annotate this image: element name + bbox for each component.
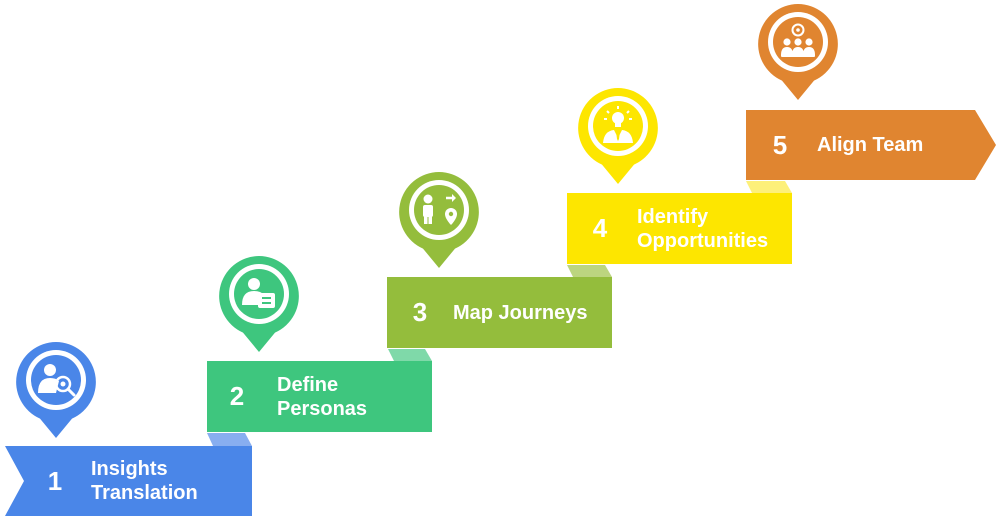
step-2-title-line-2: Personas	[277, 397, 368, 420]
step-1-number: 1	[47, 465, 63, 496]
step-3-box	[387, 277, 612, 348]
step-1-pin	[16, 342, 96, 438]
step-2-number: 2	[229, 381, 245, 411]
step-1-title-line-1: Insights	[91, 458, 168, 480]
step-2-box	[207, 361, 432, 432]
step-4-box	[567, 193, 792, 264]
step-3-pin	[399, 172, 479, 268]
idea-person-icon	[603, 106, 633, 143]
connector-4-5	[746, 181, 792, 193]
step-2-pin	[219, 256, 299, 352]
journey-map-icon	[423, 194, 457, 225]
step-4-title-line-2: Opportunities	[637, 229, 769, 252]
step-5-label: 5 Align Team	[758, 110, 978, 180]
step-2-label: 2 Define Personas	[215, 361, 432, 432]
step-5-pin	[758, 4, 838, 100]
step-1-title-line-2: Translation	[91, 482, 198, 504]
step-2-title-line-1: Define	[277, 373, 339, 396]
step-5-box	[746, 110, 996, 180]
connector-3-4	[567, 265, 612, 277]
connector-1-2	[207, 433, 252, 446]
step-4-label: 4 Identify Opportunities	[578, 193, 792, 264]
step-4-pin	[578, 88, 658, 184]
user-search-icon	[38, 364, 76, 397]
step-3-title-line-1: Map Journeys	[453, 301, 588, 324]
step-1-box	[5, 446, 252, 516]
step-3-label: 3 Map Journeys	[398, 277, 612, 348]
step-4-title-line-1: Identify	[637, 205, 709, 228]
persona-card-icon	[242, 278, 275, 308]
step-4-number: 4	[592, 213, 608, 243]
step-3-number: 3	[412, 297, 428, 327]
team-icon	[781, 23, 815, 57]
step-5-title-line-1: Align Team	[817, 134, 924, 156]
step-5-number: 5	[772, 129, 788, 160]
step-1-label: 1 Insights Translation	[33, 446, 252, 516]
connector-2-3	[388, 349, 432, 361]
